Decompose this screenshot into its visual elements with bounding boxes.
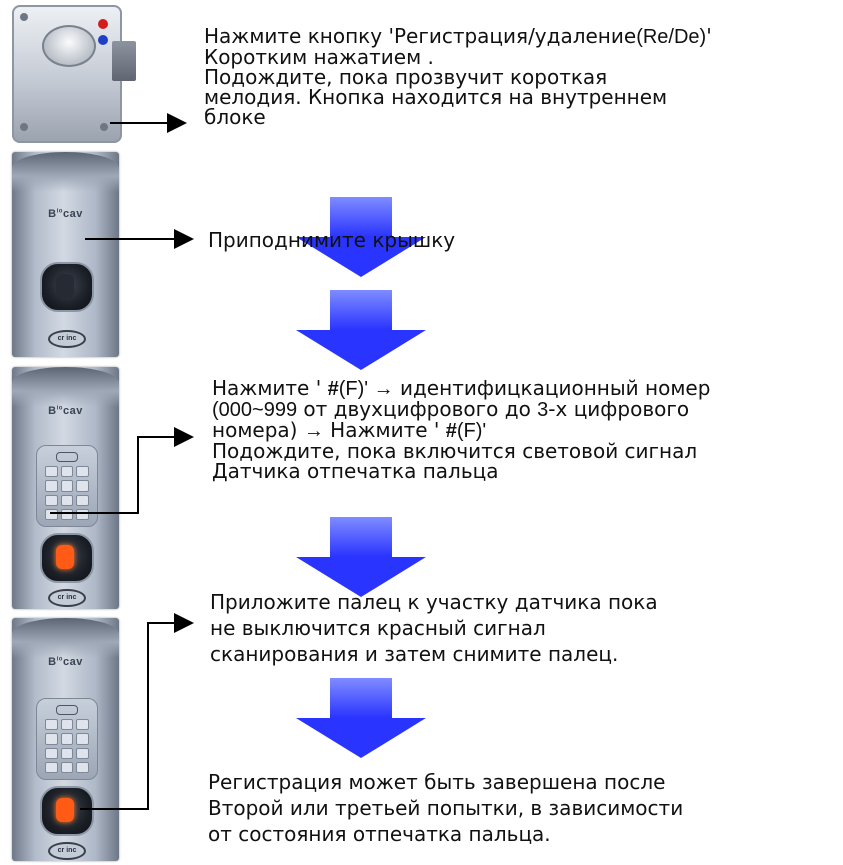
right-arrow-icon: →	[303, 420, 324, 442]
screw-icon	[20, 123, 28, 131]
down-arrow-icon	[296, 678, 426, 758]
down-arrow-icon	[296, 517, 426, 597]
step-line: Регистрация может быть завершена после	[208, 770, 666, 794]
device-brand: Biocav	[48, 208, 83, 220]
connector-arrow-4	[80, 613, 194, 810]
logo-oval: cr inc	[48, 589, 86, 607]
step-line: Приподнимите крышку	[208, 228, 456, 252]
screw-icon	[20, 13, 28, 21]
step-line: блоке	[204, 105, 266, 129]
step-5-text: Регистрация может быть завершена после В…	[208, 769, 683, 847]
device-brand: Biocav	[48, 405, 83, 417]
logo-oval: cr inc	[48, 330, 86, 348]
connector-arrow-3	[50, 427, 194, 514]
step-line: не выключится красный сигнал	[210, 616, 546, 640]
fingerprint-sensor-lit-icon	[40, 786, 94, 836]
step-2-text: Приподнимите крышку	[208, 230, 455, 250]
lock-knob	[42, 25, 96, 67]
step-line: сканирования и затем снимите палец.	[210, 642, 619, 666]
step-1-text: Нажмите кнопку 'Регистрация/удаление(Re/…	[204, 26, 712, 127]
step-line: от состояния отпечатка пальца.	[208, 822, 551, 846]
device-scan-image: Biocav cr inc	[12, 618, 119, 861]
device-brand: Biocav	[48, 656, 83, 668]
fingerprint-sensor-lit-icon	[40, 533, 94, 583]
red-indicator-icon	[98, 19, 108, 29]
keypad-icon	[36, 698, 98, 780]
right-arrow-icon: →	[373, 378, 394, 400]
step-line: номера) → Нажмите ' #(F)'	[212, 418, 487, 442]
device-closed-image: Biocav cr inc	[12, 152, 119, 357]
down-arrow-icon	[296, 197, 426, 277]
screw-icon	[100, 123, 108, 131]
down-arrow-icon	[296, 290, 426, 370]
lock-unit-image	[12, 5, 136, 143]
step-line: Датчика отпечатка пальца	[212, 459, 499, 483]
logo-oval: cr inc	[48, 842, 86, 860]
step-line: Приложите палец к участку датчика пока	[210, 590, 658, 614]
step-line: Нажмите ' #(F)' → идентифицкационный ном…	[212, 376, 711, 400]
blue-indicator-icon	[98, 35, 108, 45]
lock-bolt	[112, 41, 136, 81]
step-line: Коротким нажатием .	[204, 45, 434, 69]
step-3-text: Нажмите ' #(F)' → идентифицкационный ном…	[212, 378, 710, 481]
step-4-text: Приложите палец к участку датчика пока н…	[210, 589, 658, 667]
step-line: мелодия. Кнопка находится на внутреннем	[204, 85, 668, 109]
step-line: Второй или третьей попытки, в зависимост…	[208, 796, 684, 820]
step-line: Подождите, пока прозвучит короткая	[204, 65, 608, 89]
step-line: Подождите, пока включится световой сигна…	[212, 439, 698, 463]
step-line: Нажмите кнопку 'Регистрация/удаление(Re/…	[204, 24, 712, 48]
fingerprint-sensor-icon	[40, 262, 94, 312]
step-line: (000~999 от двухцифрового до 3-х цифрово…	[212, 397, 690, 421]
